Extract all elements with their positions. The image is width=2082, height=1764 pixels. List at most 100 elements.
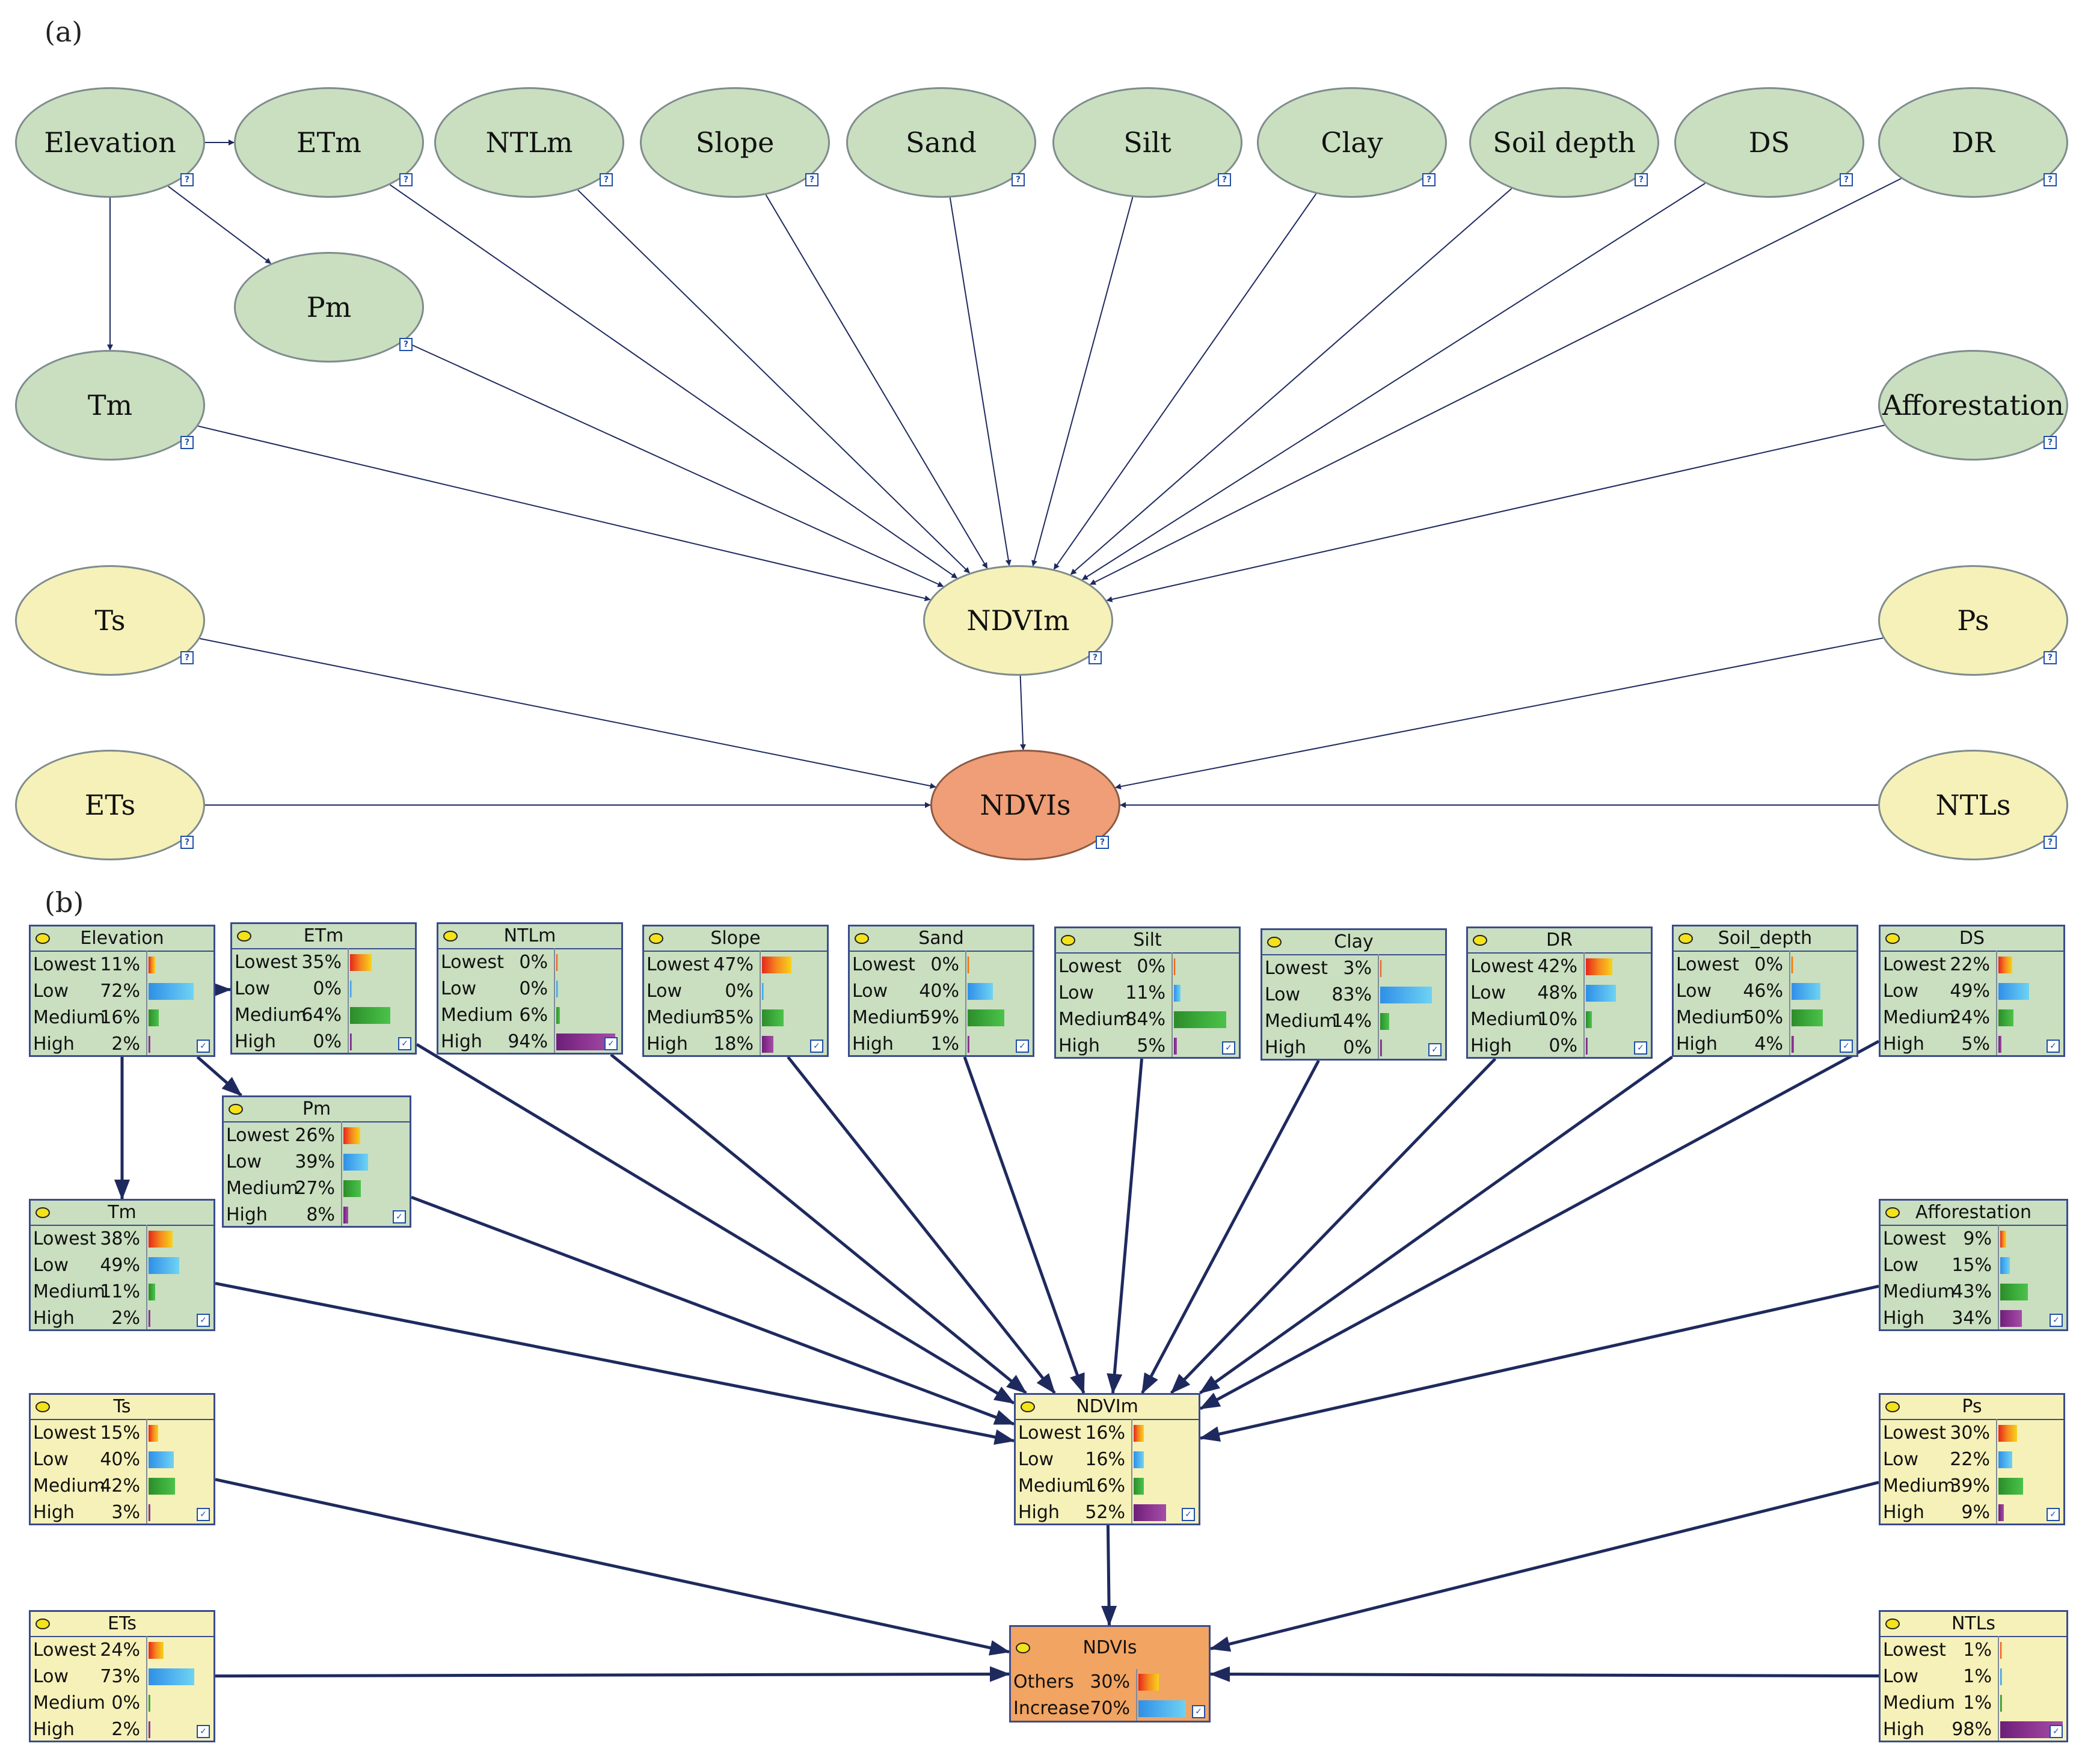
question-icon[interactable]: ? — [1422, 173, 1436, 186]
node-a-label: Tm — [87, 389, 133, 421]
checkbox-icon[interactable]: ✓ — [1016, 1040, 1029, 1053]
question-icon[interactable]: ? — [1840, 173, 1853, 186]
checkbox-icon[interactable]: ✓ — [197, 1508, 210, 1521]
node-a-ps[interactable]: Ps? — [1878, 565, 2068, 676]
checkbox-icon[interactable]: ✓ — [1428, 1043, 1442, 1056]
question-icon[interactable]: ? — [180, 651, 194, 664]
node-a-sand[interactable]: Sand? — [846, 87, 1036, 198]
checkbox-icon[interactable]: ✓ — [197, 1725, 210, 1738]
node-a-soil-depth[interactable]: Soil depth? — [1469, 87, 1659, 198]
node-a-ets[interactable]: ETs? — [15, 750, 205, 860]
question-icon[interactable]: ? — [2044, 173, 2057, 186]
node-a-ts[interactable]: Ts? — [15, 565, 205, 676]
question-icon[interactable]: ? — [600, 173, 613, 186]
state-percent: 11% — [1125, 982, 1165, 1003]
state-label: High — [1883, 1034, 1924, 1055]
probability-bar-high — [968, 1036, 969, 1053]
question-icon[interactable]: ? — [2044, 836, 2057, 849]
question-icon[interactable]: ? — [1096, 836, 1109, 849]
checkbox-icon[interactable]: ✓ — [2050, 1725, 2063, 1738]
checkbox-icon[interactable]: ✓ — [1222, 1041, 1235, 1055]
question-icon[interactable]: ? — [399, 338, 413, 351]
question-icon[interactable]: ? — [180, 436, 194, 449]
probability-bar-low — [2000, 1668, 2002, 1685]
checkbox-icon[interactable]: ✓ — [1840, 1040, 1853, 1053]
node-a-ndvim[interactable]: NDVIm? — [923, 565, 1113, 676]
state-label: Low — [1470, 982, 1506, 1003]
state-percent: 47% — [713, 954, 754, 975]
question-icon[interactable]: ? — [1635, 173, 1648, 186]
edge-a-ds-to-ndvim — [1081, 183, 1706, 580]
probability-bar-high — [1998, 1036, 2002, 1053]
probability-bar-low — [1586, 985, 1616, 1002]
question-icon[interactable]: ? — [1012, 173, 1025, 186]
state-percent: 1% — [930, 1034, 959, 1055]
state-percent: 94% — [508, 1031, 548, 1052]
node-a-ndvis[interactable]: NDVIs? — [930, 750, 1120, 860]
checkbox-icon[interactable]: ✓ — [1192, 1705, 1205, 1718]
question-icon[interactable]: ? — [2044, 651, 2057, 664]
bar-separator — [965, 951, 966, 1055]
question-icon[interactable]: ? — [2044, 436, 2057, 449]
checkbox-icon[interactable]: ✓ — [398, 1037, 411, 1050]
checkbox-icon[interactable]: ✓ — [2050, 1314, 2063, 1327]
question-icon[interactable]: ? — [1218, 173, 1231, 186]
node-a-tm[interactable]: Tm? — [15, 350, 205, 461]
node-a-elevation[interactable]: Elevation? — [15, 87, 205, 198]
node-a-afforestation[interactable]: Afforestation? — [1878, 350, 2068, 461]
question-icon[interactable]: ? — [805, 173, 818, 186]
checkbox-icon[interactable]: ✓ — [2047, 1040, 2060, 1053]
question-icon[interactable]: ? — [1089, 651, 1102, 664]
node-a-slope[interactable]: Slope? — [640, 87, 830, 198]
node-a-ntls[interactable]: NTLs? — [1878, 750, 2068, 860]
probability-bar-low — [149, 1257, 179, 1274]
checkbox-icon[interactable]: ✓ — [197, 1314, 210, 1327]
panel-b-label: (b) — [45, 886, 84, 919]
checkbox-icon[interactable]: ✓ — [1182, 1508, 1195, 1521]
node-a-etm[interactable]: ETm? — [234, 87, 424, 198]
node-a-clay[interactable]: Clay? — [1257, 87, 1447, 198]
question-icon[interactable]: ? — [180, 836, 194, 849]
edge-a-silt-to-ndvim — [1031, 197, 1134, 567]
node-a-ds[interactable]: DS? — [1674, 87, 1864, 198]
checkbox-icon[interactable]: ✓ — [1634, 1041, 1647, 1055]
checkbox-icon[interactable]: ✓ — [197, 1040, 210, 1053]
checkbox-icon[interactable]: ✓ — [393, 1210, 406, 1223]
question-icon[interactable]: ? — [399, 173, 413, 186]
state-label: High — [226, 1204, 268, 1225]
question-icon[interactable]: ? — [180, 173, 194, 186]
node-a-ntlm[interactable]: NTLm? — [434, 87, 624, 198]
node-a-dr[interactable]: DR? — [1878, 87, 2068, 198]
state-label: High — [1883, 1502, 1924, 1523]
checkbox-icon[interactable]: ✓ — [604, 1037, 618, 1050]
node-a-silt[interactable]: Silt? — [1052, 87, 1242, 198]
state-label: High — [235, 1031, 276, 1052]
state-label: High — [1058, 1035, 1100, 1056]
checkbox-icon[interactable]: ✓ — [810, 1040, 823, 1053]
node-b-title-text: Slope — [710, 928, 761, 949]
node-a-pm[interactable]: Pm? — [234, 252, 424, 363]
state-label: Lowest — [33, 1423, 96, 1444]
checkbox-icon[interactable]: ✓ — [2047, 1508, 2060, 1521]
node-a-label: NTLm — [485, 126, 573, 159]
